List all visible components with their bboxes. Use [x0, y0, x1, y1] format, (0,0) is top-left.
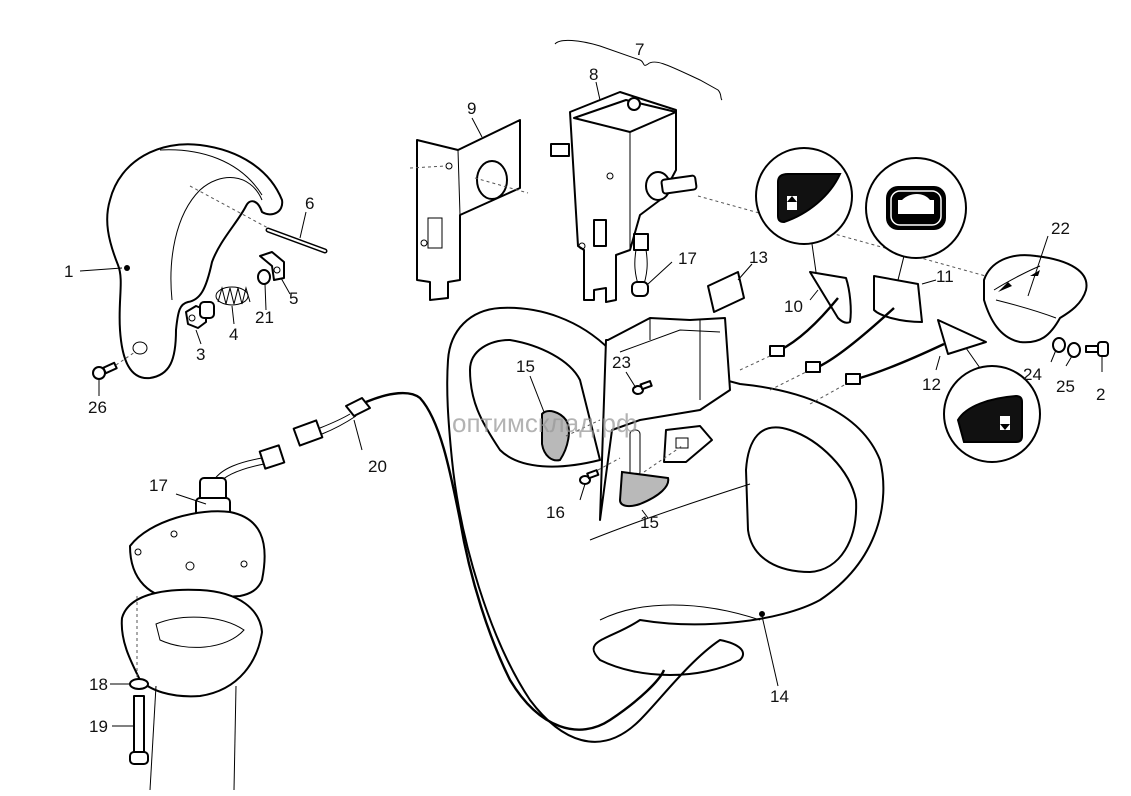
callout-23: 23: [612, 353, 631, 372]
part-21-bushing: [257, 269, 271, 285]
callout-8: 8: [589, 65, 598, 84]
callout-14: 14: [770, 687, 789, 706]
part-1-handle-cover: [106, 143, 284, 380]
callout-16: 16: [546, 503, 565, 522]
part-12-switch-cap: [809, 319, 987, 405]
part-25-washer: [1067, 342, 1081, 358]
part-9-mounting-plate: [409, 119, 529, 301]
callout-17-lower: 17: [149, 476, 168, 495]
part-26-screw: [92, 351, 136, 380]
callout-11: 11: [936, 267, 954, 286]
callout-5: 5: [289, 289, 298, 308]
callout-17-upper: 17: [678, 249, 697, 268]
part-15-insert-left: [541, 410, 601, 462]
callout-9: 9: [467, 99, 476, 118]
part-8-switch: [550, 91, 1001, 303]
callout-6: 6: [305, 194, 314, 213]
callout-26: 26: [88, 398, 107, 417]
part-22-end-cap: [983, 254, 1088, 344]
part-3-stud: [185, 301, 215, 329]
base-plate: [129, 510, 266, 601]
callout-22: 22: [1051, 219, 1070, 238]
leader-lines: [79, 81, 1103, 727]
part-14-marker-dot: [759, 611, 765, 617]
part-15-insert-right: [618, 445, 683, 508]
callout-25: 25: [1056, 377, 1075, 396]
part-20-cable: [292, 391, 666, 731]
callout-15-left: 15: [516, 357, 535, 376]
horn-symbol: [865, 157, 967, 259]
part-5-bracket: [259, 251, 285, 281]
callout-4: 4: [229, 325, 238, 344]
callout-1: 1: [64, 262, 73, 281]
part-6-pin: [265, 227, 328, 254]
callout-13: 13: [749, 248, 768, 267]
callout-3: 3: [196, 345, 205, 364]
lower-down-symbol: [943, 365, 1041, 463]
part-10-switch-cap: [739, 271, 852, 371]
callout-15-right: 15: [640, 513, 659, 532]
callout-18: 18: [89, 675, 108, 694]
part-24-washer: [1052, 337, 1066, 353]
lift-up-symbol: [755, 147, 853, 245]
callout-7: 7: [635, 40, 644, 59]
watermark: оптимсклад.рф: [452, 408, 637, 438]
part-13-plate: [707, 271, 745, 313]
callout-21: 21: [255, 308, 274, 327]
part-17-connector-upper: [631, 233, 649, 297]
callout-10: 10: [784, 297, 803, 316]
part-11-horn-cap: [769, 275, 923, 391]
part-4-spring: [215, 286, 251, 306]
part-18-washer: [129, 678, 149, 690]
part-1-marker-dot: [124, 265, 130, 271]
part-2-screw: [1085, 341, 1109, 357]
callout-20: 20: [368, 457, 387, 476]
part-7-bracket-group: [554, 39, 723, 101]
callout-2: 2: [1096, 385, 1105, 404]
callout-labels: 1 2 3 4 5 6 7 8 9 10 11 12 13 14 15 15 1…: [64, 40, 1105, 736]
callout-24: 24: [1023, 365, 1042, 384]
callout-12: 12: [922, 375, 941, 394]
part-19-bolt: [129, 695, 149, 765]
callout-19: 19: [89, 717, 108, 736]
part-23-screw: [632, 380, 653, 395]
